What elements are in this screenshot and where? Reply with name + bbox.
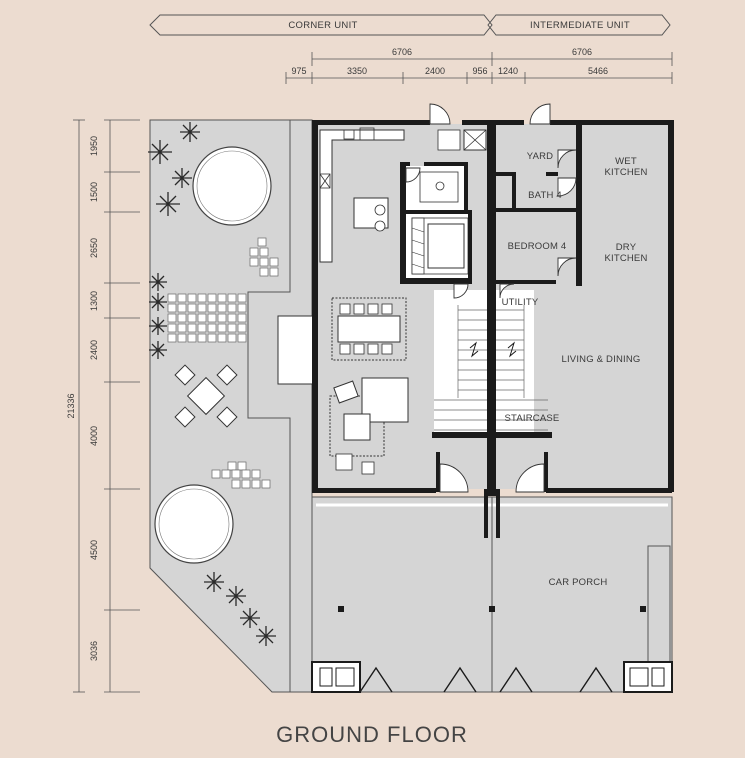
room-label-car-porch: CAR PORCH [549,577,608,588]
paving-grid [167,293,247,343]
garden-walkway-edge [247,120,291,692]
dim-segment: 3350 [347,66,367,76]
room-labels: YARD WET KITCHEN BATH 4 BEDROOM 4 DRY KI… [502,151,648,588]
corner-unit-label: CORNER UNIT [288,20,357,31]
dim-segment: 975 [291,66,306,76]
side-dimension-lines [73,119,140,693]
room-label-yard: YARD [527,151,554,162]
room-label-dry-kitchen: DRY [616,242,637,253]
dim-segment: 956 [472,66,487,76]
dim-side-segment: 1300 [89,291,99,311]
dim-intermediate-total: 6706 [572,47,592,57]
unit-header-banners: CORNER UNIT INTERMEDIATE UNIT [149,14,671,36]
room-label-bedroom-4: BEDROOM 4 [508,241,567,252]
garden-plants [148,122,276,646]
room-label-dry-kitchen: KITCHEN [604,253,647,264]
garden-area [148,119,315,693]
intermediate-unit-banner [487,14,671,36]
side-dimension-texts: 21336 1950 1500 2650 1300 2400 4000 4500… [66,136,99,661]
intermediate-staircase [496,305,548,431]
room-label-wet-kitchen: WET [615,156,637,167]
dining-table [337,315,401,343]
bed-corner [427,223,465,269]
dim-segment: 1240 [498,66,518,76]
patio-table-set [174,364,238,428]
dim-side-segment: 4000 [89,426,99,446]
dim-side-segment: 4500 [89,540,99,560]
dim-segment: 5466 [588,66,608,76]
walls [312,120,674,496]
doors [405,103,577,493]
room-label-bath-4: BATH 4 [528,190,562,201]
intermediate-unit-label: INTERMEDIATE UNIT [530,20,630,31]
gate-leaves [359,666,613,693]
round-planter-top [192,146,272,226]
dim-corner-total: 6706 [392,47,412,57]
stepping-stones-top [249,237,279,277]
coffee-table [343,413,371,441]
car-porch-area [311,488,673,693]
dim-segment: 2400 [425,66,445,76]
room-label-utility: UTILITY [502,297,539,308]
room-label-living-dining: LIVING & DINING [561,354,640,365]
corner-staircase [434,305,488,431]
dim-side-segment: 1500 [89,182,99,202]
porch-columns [338,606,646,612]
stepping-stones-bottom [211,461,271,489]
top-dimension-lines [285,52,673,84]
floor-title: GROUND FLOOR [276,722,468,747]
corner-unit-banner [149,14,493,36]
corner-unit-interior [316,124,488,489]
dim-side-segment: 3036 [89,641,99,661]
entrance-bollards [484,488,500,538]
dim-total-depth: 21336 [66,393,76,418]
dim-side-segment: 2650 [89,238,99,258]
room-label-staircase: STAIRCASE [505,413,560,424]
top-dimension-texts: 6706 6706 975 3350 2400 956 1240 5466 [291,47,608,76]
gate-pillars [311,661,673,693]
dim-side-segment: 1950 [89,136,99,156]
dim-side-segment: 2400 [89,340,99,360]
round-planter-bottom [154,484,234,564]
room-label-wet-kitchen: KITCHEN [604,167,647,178]
garden-bench [277,315,315,385]
